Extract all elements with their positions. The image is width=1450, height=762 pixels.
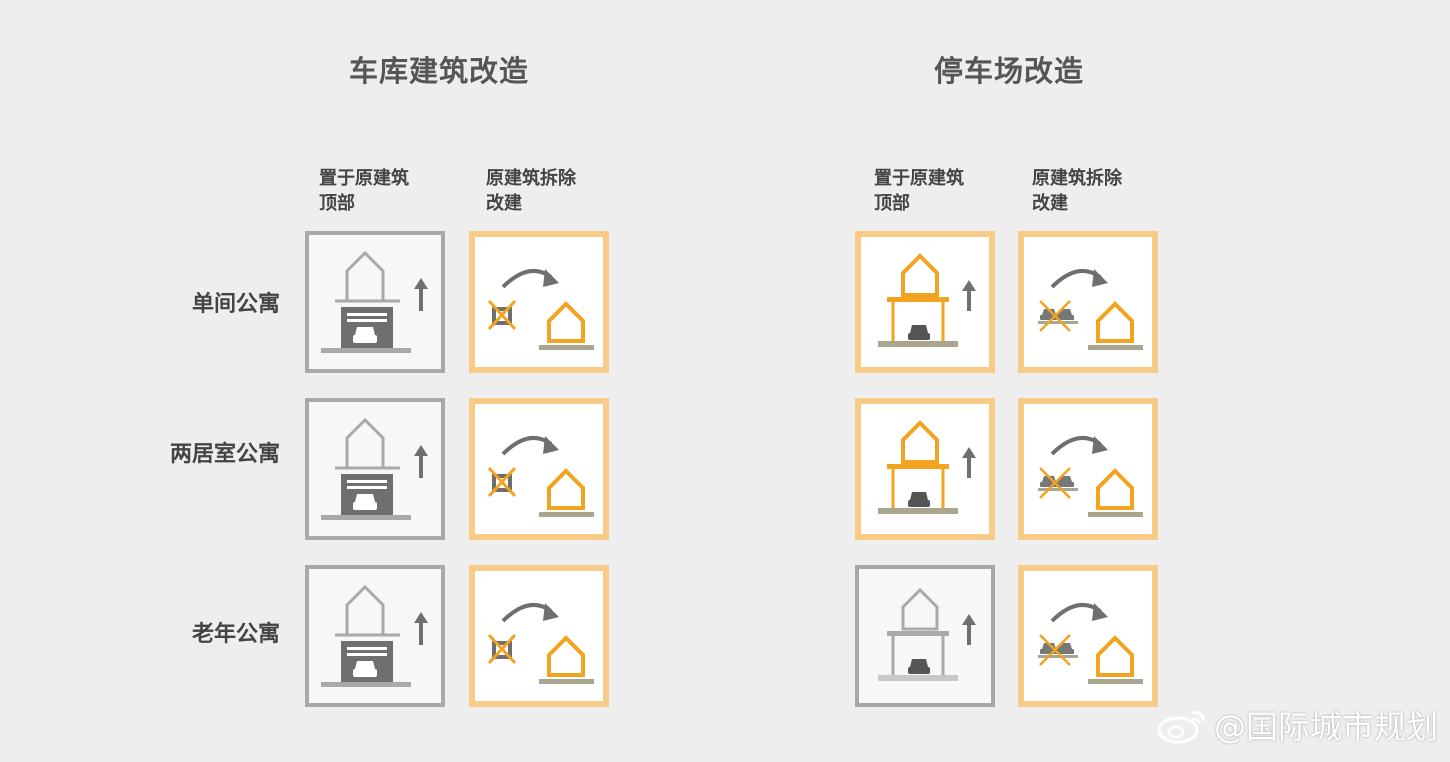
parking-build-on-top-icon [855,565,995,707]
parking-demolish-rebuild-icon [1018,231,1158,373]
parking-demolish-rebuild-icon [1018,398,1158,540]
section-title-parking: 停车场改造 [934,54,1085,88]
watermark-text: @国际城市规划 [1213,708,1438,746]
col-header-on-top: 置于原建筑 顶部 [319,168,409,214]
row-label-studio: 单间公寓 [191,292,280,317]
col-header-rebuild: 原建筑拆除 改建 [486,168,576,214]
garage-demolish-rebuild-icon [469,565,609,707]
parking-build-on-top-icon [855,398,995,540]
garage-build-on-top-icon [305,398,445,540]
col-header-on-top: 置于原建筑 顶部 [874,168,964,214]
parking-build-on-top-icon [855,231,995,373]
weibo-logo-icon [1157,711,1206,744]
parking-demolish-rebuild-icon [1018,565,1158,707]
watermark: @国际城市规划 [1156,702,1438,748]
garage-demolish-rebuild-icon [469,398,609,540]
garage-demolish-rebuild-icon [469,231,609,373]
col-header-rebuild: 原建筑拆除 改建 [1032,168,1122,214]
row-label-two-bedroom: 两居室公寓 [169,442,280,467]
row-label-senior: 老年公寓 [191,622,280,647]
section-title-garage: 车库建筑改造 [349,54,530,88]
garage-build-on-top-icon [305,565,445,707]
garage-build-on-top-icon [305,231,445,373]
